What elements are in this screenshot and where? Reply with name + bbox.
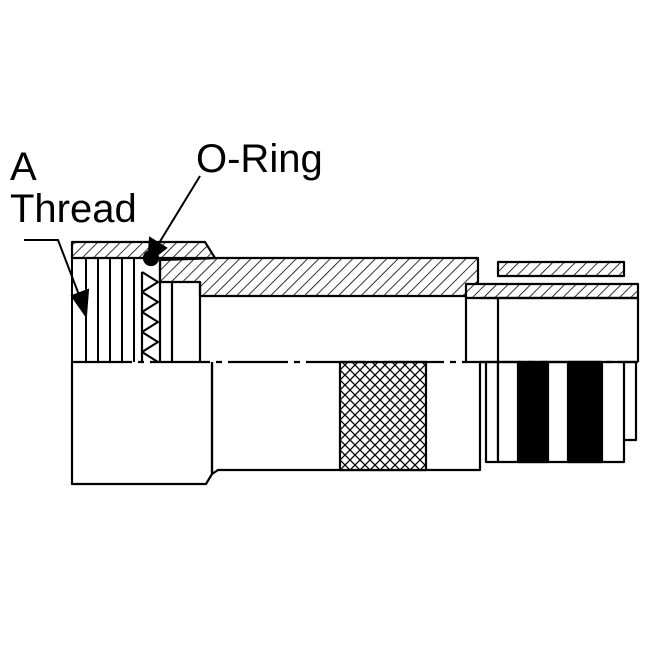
o-ring-leader-arrowhead <box>146 236 168 265</box>
rear-end-cap <box>624 360 638 442</box>
body-wall-section <box>158 256 480 298</box>
thread-leader-line <box>24 239 85 309</box>
boot-band-2 <box>566 360 604 464</box>
rear-wall-section <box>464 282 640 300</box>
thread-leader-arrowhead <box>70 288 90 319</box>
thread-teeth <box>140 271 160 363</box>
rear-ring-section <box>496 260 626 278</box>
body-knurl-band <box>338 360 428 472</box>
coupling-nut-outline <box>70 362 214 486</box>
body-outline-lower <box>210 362 482 476</box>
o-ring-label: O-Ring <box>196 137 323 181</box>
o-ring-leader-line <box>155 175 201 249</box>
a-thread-label-line2: Thread <box>10 187 137 231</box>
boot-band-1 <box>516 360 550 464</box>
a-thread-label-line1: A <box>10 145 37 189</box>
